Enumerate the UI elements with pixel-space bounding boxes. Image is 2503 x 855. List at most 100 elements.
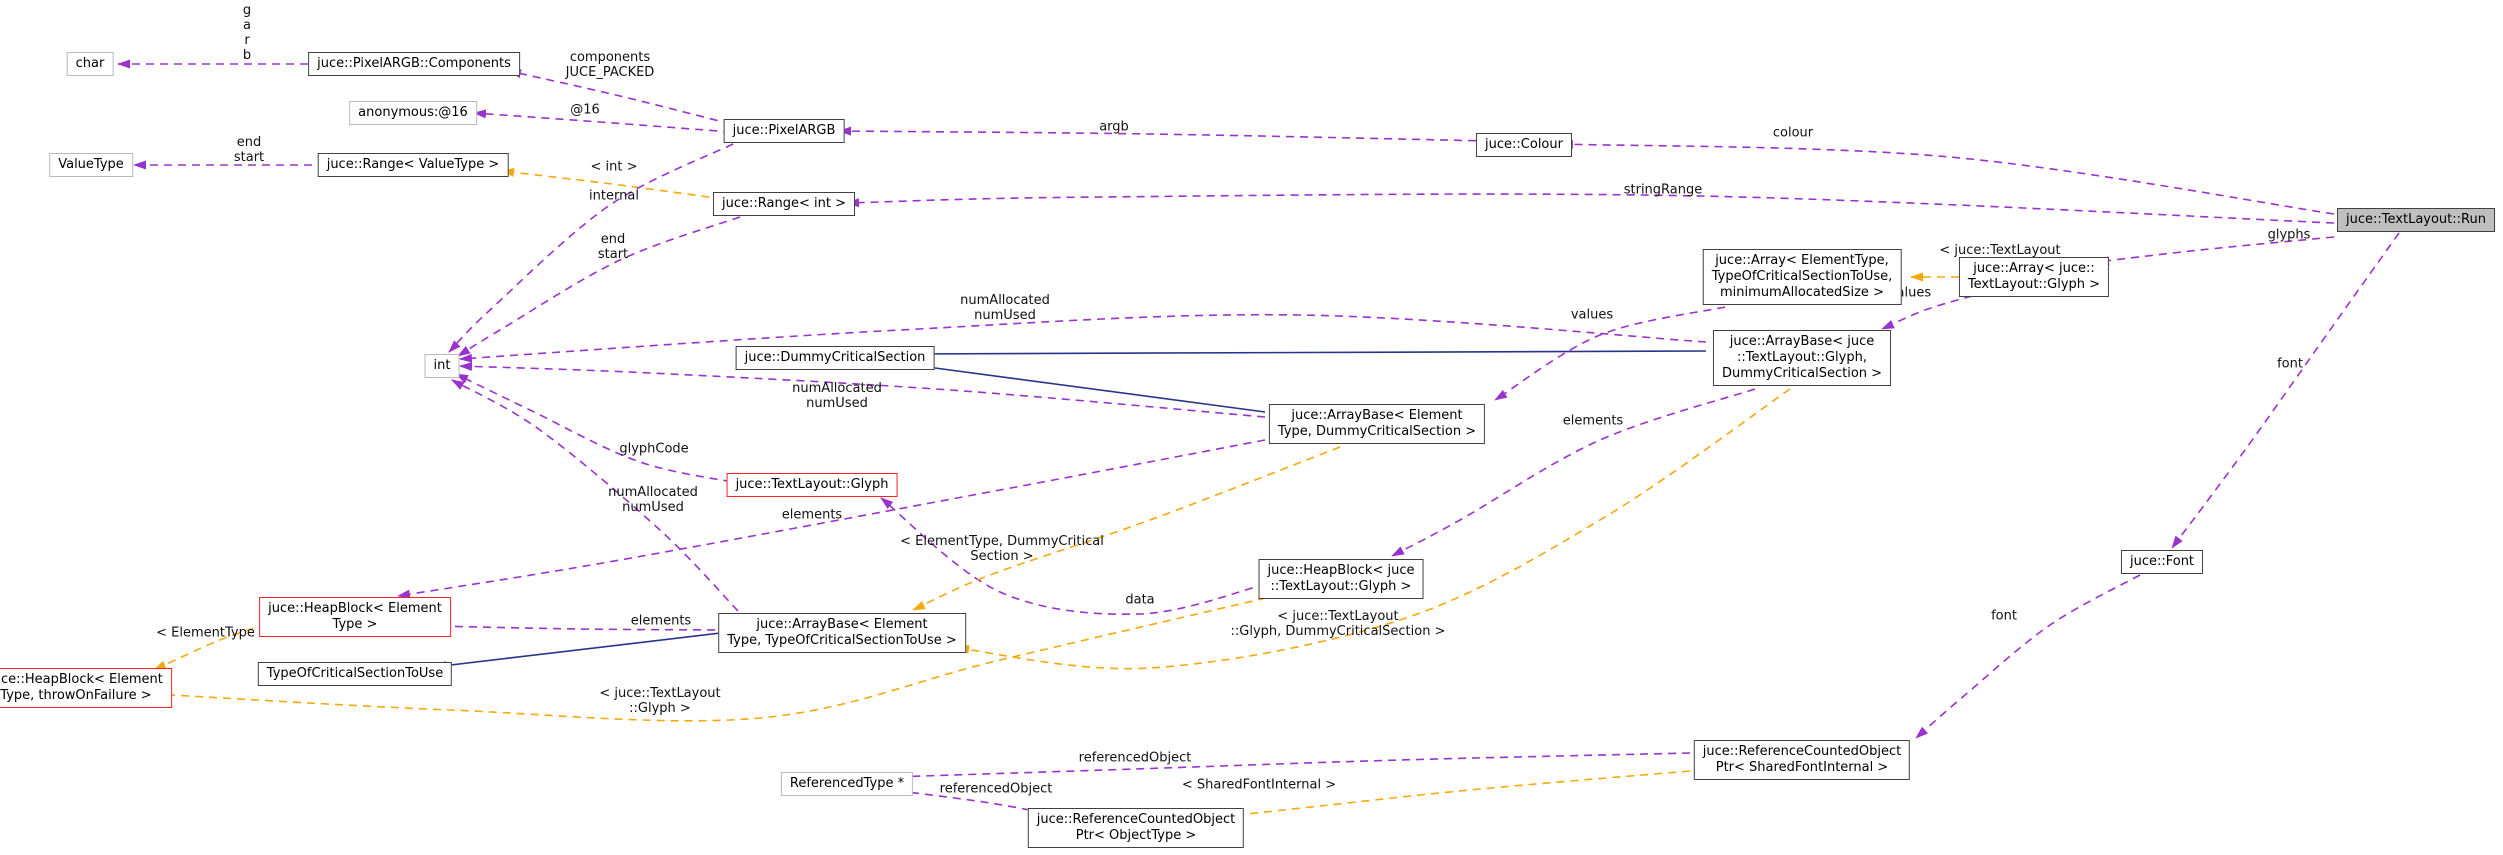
edge-label-line: r — [244, 33, 250, 48]
node-label-line: juce::HeapBlock< Element — [0, 672, 163, 687]
node-pixelargb[interactable]: juce::PixelARGB — [723, 119, 845, 143]
node-label-line: Type, TypeOfCriticalSectionToUse > — [727, 633, 957, 648]
edge-label-line: numAllocated — [608, 485, 698, 500]
node-int[interactable]: int — [424, 354, 460, 378]
edge-label-pixelargb-to-anonymous-16: @16 — [570, 103, 600, 118]
node-label-line: ReferencedType * — [789, 776, 905, 791]
edge-label-line: values — [1570, 307, 1614, 323]
edge-label-line: argb — [1099, 119, 1129, 135]
edge-arraybase-glyph-dummy-to-int — [459, 313, 1707, 363]
node-dummy-critical-section[interactable]: juce::DummyCriticalSection — [735, 346, 935, 370]
node-array-template[interactable]: juce::Array< ElementType,TypeOfCriticalS… — [1702, 249, 1902, 305]
edge-label-line: glyphs — [2267, 227, 2311, 243]
edge-label-line: JUCE_PACKED — [565, 65, 655, 80]
node-range-int[interactable]: juce::Range< int > — [713, 192, 855, 216]
edge-label-line: numUsed — [622, 500, 684, 515]
edge-label-refcountedptr-sharedfontinternal-to-referencedtype: referencedObject — [1079, 751, 1192, 766]
node-label-line: Type, throwOnFailure > — [0, 688, 152, 703]
node-label-line: TextLayout::Glyph > — [1967, 277, 2101, 292]
edge-label-line: @16 — [570, 102, 600, 118]
edge-label-arraybase-glyph-dummy-to-heapblock-glyph: elements — [1563, 414, 1623, 429]
node-colour[interactable]: juce::Colour — [1476, 133, 1572, 157]
edge-arraybase-element-tocs-to-typeofcriticalsectiontouse — [433, 631, 730, 671]
edge-label-line: < juce::TextLayout — [599, 686, 721, 701]
node-valuetype[interactable]: ValueType — [49, 153, 133, 177]
edge-label-line: end — [236, 135, 262, 150]
edge-arraybase-element-tocs-to-int — [451, 379, 739, 612]
edge-label-heapblock-element-to-heapblock-throwonfailure: < ElementType > — [156, 626, 270, 641]
edge-run-to-range-int — [846, 193, 2335, 224]
node-label-line: anonymous:@16 — [358, 105, 468, 120]
edge-label-line: glyphCode — [619, 441, 689, 457]
edge-label-line: elements — [1562, 413, 1624, 429]
node-typeofcriticalsectiontouse[interactable]: TypeOfCriticalSectionToUse — [257, 662, 453, 686]
node-label-line: char — [75, 56, 105, 71]
edge-label-font-to-refcountedptr-sharedfontinternal: font — [1991, 609, 2017, 624]
node-label-line: juce::Font — [2129, 554, 2195, 569]
edge-arraybase-element-dummy-to-dummy-critical-section — [904, 361, 1266, 413]
edge-run-to-colour — [1560, 139, 2335, 215]
edge-arraybase-element-dummy-to-heapblock-element — [397, 439, 1266, 599]
node-label-line: Ptr< ObjectType > — [1075, 828, 1197, 843]
edge-label-textlayout-glyph-to-int: glyphCode — [619, 442, 688, 457]
edge-heapblock-glyph-to-textlayout-glyph — [880, 497, 1267, 616]
edge-label-refcountedptr-sharedfontinternal-to-refcountedptr-objecttype: < SharedFontInternal > — [1182, 778, 1336, 793]
edge-label-line: < ElementType > — [156, 625, 270, 641]
edge-arraybase-glyph-dummy-to-dummy-critical-section — [904, 349, 1707, 359]
edge-label-line: numUsed — [974, 308, 1036, 323]
node-label-line: TypeOfCriticalSectionToUse, — [1711, 269, 1893, 284]
node-font[interactable]: juce::Font — [2120, 550, 2204, 574]
edge-run-to-array-glyph — [2096, 236, 2335, 266]
node-label-line: ::TextLayout::Glyph > — [1270, 579, 1412, 594]
node-range-valuetype[interactable]: juce::Range< ValueType > — [317, 153, 509, 177]
node-label-line: Type > — [332, 617, 378, 632]
edge-label-line: < juce::TextLayout — [1277, 609, 1399, 624]
edge-label-range-int-to-range-valuetype: < int > — [591, 160, 638, 175]
edge-label-line: Section > — [970, 549, 1034, 564]
node-label-line: DummyCriticalSection > — [1721, 366, 1883, 381]
node-label-line: ::TextLayout::Glyph, — [1736, 350, 1867, 365]
edge-range-int-to-range-valuetype — [501, 167, 724, 200]
node-label-line: juce::TextLayout::Run — [2346, 212, 2486, 227]
edge-arraybase-glyph-dummy-to-arraybase-element-tocs — [956, 388, 1791, 670]
edge-label-line: elements — [630, 613, 692, 629]
node-arraybase-glyph-dummy[interactable]: juce::ArrayBase< juce::TextLayout::Glyph… — [1712, 330, 1892, 386]
node-textlayout-glyph[interactable]: juce::TextLayout::Glyph — [726, 473, 898, 497]
node-label-line: juce::HeapBlock< Element — [268, 601, 442, 616]
edge-label-line: font — [2277, 356, 2303, 372]
node-label-line: juce::ArrayBase< Element — [756, 617, 928, 632]
edge-label-line: data — [1125, 592, 1155, 608]
edge-label-line: < SharedFontInternal > — [1181, 777, 1337, 793]
edge-label-heapblock-glyph-to-heapblock-throwonfailure: < juce::TextLayout::Glyph > — [599, 686, 720, 716]
edge-label-run-to-array-glyph: glyphs — [2268, 228, 2311, 243]
edge-label-array-template-to-arraybase-element-dummy: values — [1571, 308, 1613, 323]
node-referencedtype[interactable]: ReferencedType * — [780, 772, 914, 796]
node-pixelargb-components[interactable]: juce::PixelARGB::Components — [308, 52, 520, 76]
node-label-line: juce::Range< int > — [722, 196, 846, 211]
edge-label-line: internal — [589, 188, 639, 204]
node-anonymous-16[interactable]: anonymous:@16 — [349, 101, 477, 125]
node-array-glyph[interactable]: juce::Array< juce::TextLayout::Glyph > — [1958, 257, 2110, 297]
edge-run-to-font — [2171, 232, 2400, 549]
edge-label-arraybase-element-tocs-to-heapblock-element: elements — [631, 614, 691, 629]
node-run[interactable]: juce::TextLayout::Run — [2337, 208, 2495, 232]
node-char[interactable]: char — [66, 52, 114, 76]
edge-pixelargb-to-int — [448, 143, 734, 353]
edge-label-line: < juce::TextLayout — [1939, 243, 2061, 258]
edge-label-pixelargb-to-int: internal — [589, 189, 639, 204]
edge-array-template-to-arraybase-element-dummy — [1494, 306, 1726, 401]
edge-label-line: referencedObject — [1078, 750, 1192, 766]
node-heapblock-glyph[interactable]: juce::HeapBlock< juce::TextLayout::Glyph… — [1258, 559, 1424, 599]
edge-label-line: components — [569, 50, 651, 65]
